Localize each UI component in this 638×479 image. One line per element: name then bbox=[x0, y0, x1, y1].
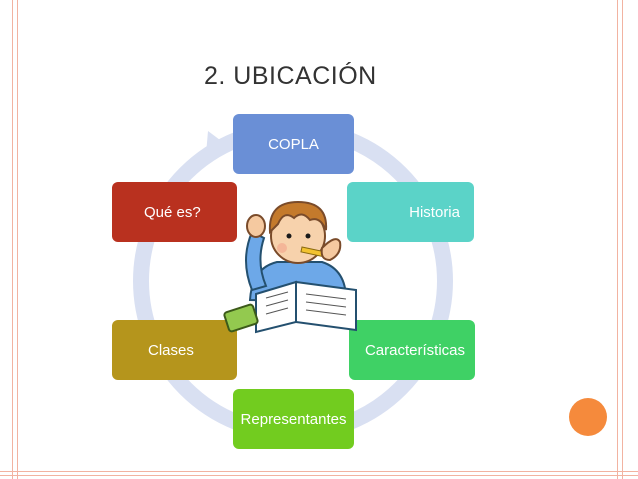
border-line-bottom-outer bbox=[0, 475, 638, 476]
cycle-node-representantes: Representantes bbox=[233, 389, 354, 449]
cycle-node-historia: Historia bbox=[347, 182, 474, 242]
student-illustration bbox=[223, 200, 357, 334]
border-line-right-inner bbox=[617, 0, 618, 479]
cycle-node-clases: Clases bbox=[112, 320, 237, 380]
border-line-right-outer bbox=[622, 0, 623, 479]
cycle-node-que-es: Qué es? bbox=[112, 182, 237, 242]
cycle-node-copla: COPLA bbox=[233, 114, 354, 174]
decor-orange-dot bbox=[569, 398, 607, 436]
slide-title: 2. UBICACIÓN bbox=[204, 62, 377, 90]
border-line-left-outer bbox=[12, 0, 13, 479]
cycle-arrowhead bbox=[205, 131, 232, 166]
border-line-left-inner bbox=[17, 0, 18, 479]
cycle-node-caracteristicas: Características bbox=[349, 320, 475, 380]
border-line-bottom-inner bbox=[0, 471, 638, 472]
